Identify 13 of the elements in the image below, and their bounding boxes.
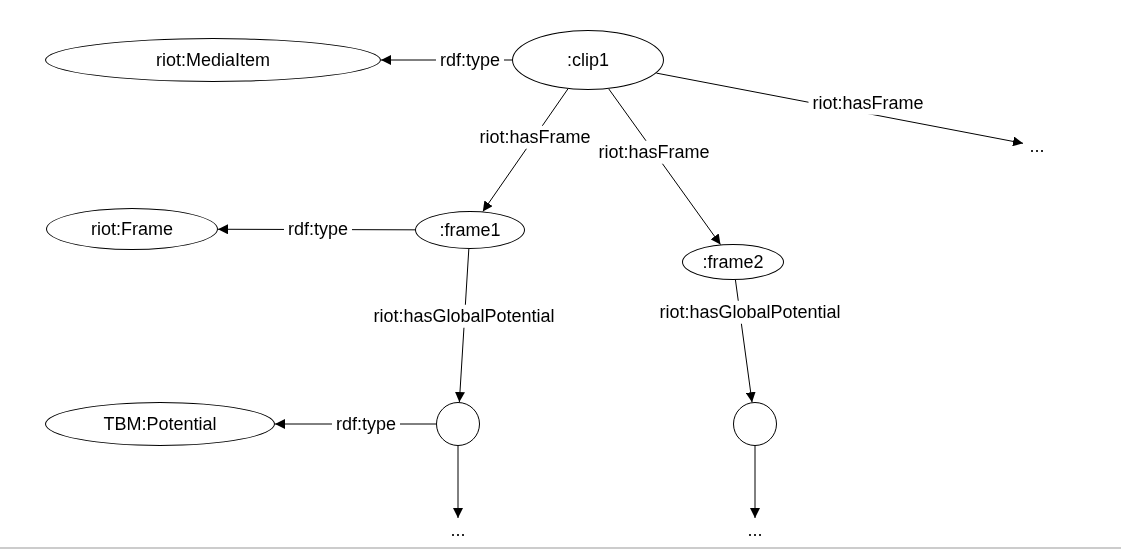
node-label: riot:MediaItem (155, 48, 270, 72)
ellipsis-text: ... (1023, 134, 1051, 158)
circle-node (733, 402, 777, 446)
arrow (453, 445, 463, 519)
ellipsis-text: ... (741, 518, 769, 542)
node-label: :clip1 (567, 48, 609, 72)
node-label: riot:Frame (91, 217, 173, 241)
node-label: TBM:Potential (103, 412, 217, 436)
ellipsis-text: ... (444, 518, 472, 542)
node-label: :frame2 (702, 250, 764, 274)
arrow (750, 445, 760, 519)
circle-node (436, 402, 480, 446)
node-label: :frame1 (439, 218, 501, 242)
